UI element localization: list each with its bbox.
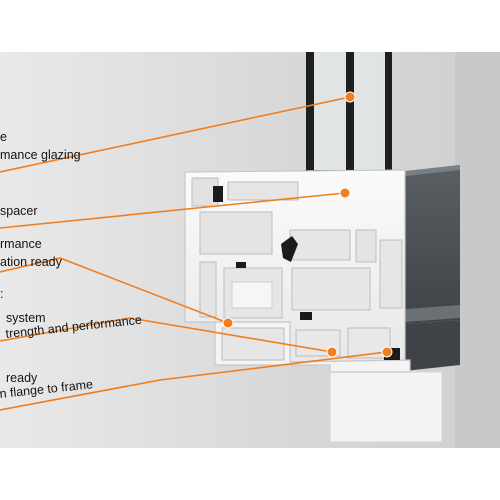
gasket <box>281 236 298 262</box>
chamber <box>199 211 273 255</box>
callout-4-marker <box>326 346 338 358</box>
callout-3-line-2: ation ready <box>0 255 63 269</box>
callout-2-line-1: spacer <box>0 204 38 218</box>
frame-outer-face <box>392 320 460 372</box>
callout-3-line-1: rmance <box>0 237 42 251</box>
callout-4-leader-line <box>0 317 333 353</box>
callout-1-marker <box>344 91 356 103</box>
callout-5-marker <box>381 346 393 358</box>
chamber <box>289 229 351 261</box>
glass-edge-middle <box>346 52 354 177</box>
callout-1-line-2: mance glazing <box>0 148 81 162</box>
glass-edge-right <box>385 52 392 177</box>
callout-1-line-1: e <box>0 130 7 144</box>
profile-groove <box>392 305 460 323</box>
pvc-frame-body <box>184 169 443 443</box>
chamber <box>221 327 285 361</box>
callout-3-leader-line <box>0 257 229 324</box>
callout-4-line-1: : <box>0 287 3 301</box>
gasket <box>300 312 312 320</box>
chamber <box>199 261 217 318</box>
glass-edge-left <box>306 52 314 177</box>
gasket <box>213 186 223 202</box>
callout-2-marker <box>339 187 351 199</box>
callout-1-leader-line <box>0 96 351 173</box>
chamber <box>355 229 377 263</box>
grey-outer-profile <box>392 165 460 372</box>
chamber <box>347 327 391 359</box>
callout-2-leader-line <box>0 192 346 229</box>
chamber-inner <box>231 281 273 309</box>
profile-top-highlight <box>397 165 460 177</box>
gasket <box>236 262 246 268</box>
callout-4-line-2: system <box>6 311 46 325</box>
chamber <box>227 181 299 201</box>
callout-5-leader-line <box>0 351 388 411</box>
callout-3-marker <box>222 317 234 329</box>
scene-wall-edge <box>455 52 500 448</box>
chamber <box>379 239 403 309</box>
callout-5-line-1: ready <box>6 371 38 385</box>
callout-lines <box>0 91 393 411</box>
chamber <box>291 267 371 311</box>
sash-outer-face <box>392 165 460 325</box>
frame-flange <box>329 371 443 443</box>
